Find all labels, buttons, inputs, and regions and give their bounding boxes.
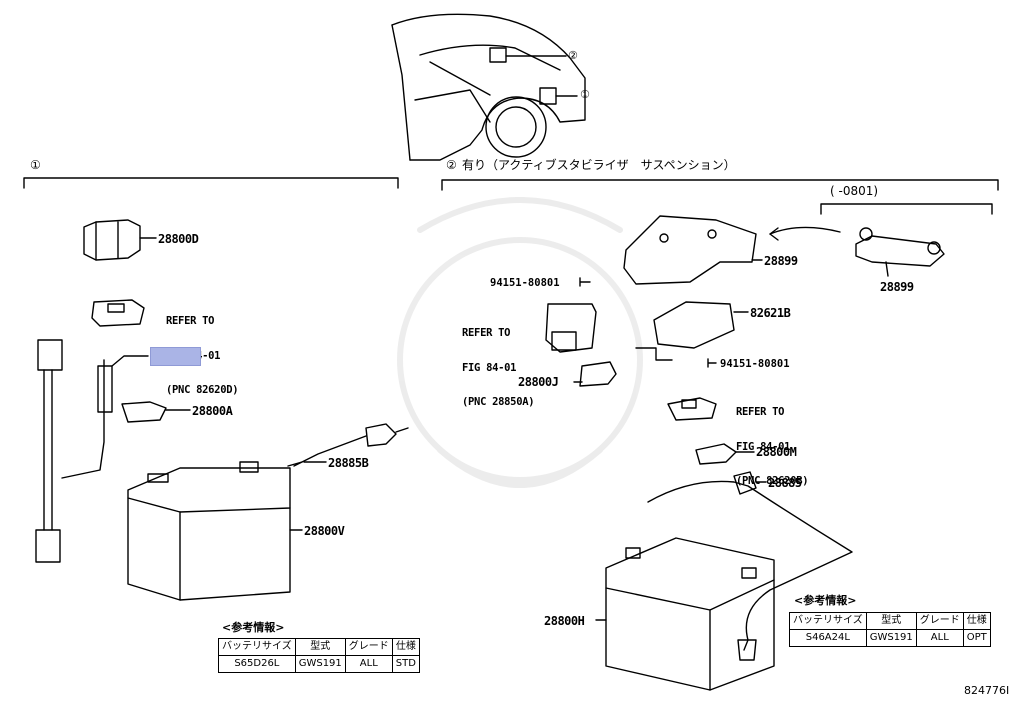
part-28850A-shape <box>545 303 597 353</box>
car-callout-1: ① <box>580 88 590 101</box>
part-label-28800V[interactable]: 28800V <box>304 524 345 538</box>
part-82620B-shape <box>667 397 717 421</box>
cell-battery-size: S46A24L <box>789 629 867 647</box>
cable-28885B <box>287 423 409 467</box>
part-28800J-shape <box>573 361 617 387</box>
refer-to-82620B[interactable]: REFER TO FIG 84-01 (PNC 82620B) <box>736 384 809 511</box>
part-label-94151-b[interactable]: 94151-80801 <box>720 358 790 370</box>
part-28800D-shape <box>83 219 157 261</box>
header-battery-size: バッテリサイズ <box>218 638 296 656</box>
info-right-table: バッテリサイズ 型式 グレード 仕様 S46A24L GWS191 ALL OP… <box>789 612 991 647</box>
diagram-id: 824776I <box>964 684 1010 697</box>
cell-model: GWS191 <box>294 655 346 673</box>
cable-28885 <box>647 471 853 661</box>
header-battery-size: バッテリサイズ <box>789 612 867 630</box>
part-label-28800M[interactable]: 28800M <box>756 445 797 459</box>
section-2-range: ( -0801) <box>830 184 879 198</box>
bolt-94151-b <box>707 358 717 368</box>
battery-28800H <box>595 537 775 691</box>
part-label-28899-b[interactable]: 28899 <box>880 280 914 294</box>
left-harness <box>35 339 149 563</box>
refer-line-1: REFER TO <box>462 327 511 339</box>
header-model: 型式 <box>865 612 917 630</box>
part-label-28885[interactable]: 28885 <box>768 476 802 490</box>
car-callout-2: ② <box>568 49 578 62</box>
part-label-28885B[interactable]: 28885B <box>328 456 369 470</box>
part-label-28899-a[interactable]: 28899 <box>764 254 798 268</box>
car-outline <box>391 13 586 161</box>
watermark-emblem <box>397 197 643 488</box>
refer-line-1: REFER TO <box>736 406 785 418</box>
info-left-title: <参考情報> <box>222 621 285 634</box>
part-label-82621B[interactable]: 82621B <box>750 306 791 320</box>
part-28800A-shape <box>121 401 191 423</box>
header-spec: 仕様 <box>391 638 420 656</box>
table-header-row: バッテリサイズ 型式 グレード 仕様 <box>789 612 991 630</box>
header-spec: 仕様 <box>962 612 991 630</box>
part-label-28800A[interactable]: 28800A <box>192 404 233 418</box>
part-label-28800H[interactable]: 28800H <box>544 614 585 628</box>
cell-model: GWS191 <box>865 629 917 647</box>
header-grade: グレード <box>915 612 964 630</box>
section-2-title: 有り（アクティブスタビライザ サスペンション） <box>462 158 736 172</box>
header-grade: グレード <box>344 638 393 656</box>
battery-28800V <box>127 461 303 601</box>
highlighted-part-callout[interactable] <box>150 347 201 366</box>
cell-spec: OPT <box>962 629 991 647</box>
table-header-row: バッテリサイズ 型式 グレード 仕様 <box>218 638 420 656</box>
refer-line-1: REFER TO <box>166 315 215 327</box>
refer-line-2: FIG 84-01 <box>736 440 791 453</box>
refer-line-3: (PNC 28850A) <box>462 396 535 408</box>
refer-line-3: (PNC 82620B) <box>736 475 809 487</box>
refer-line-3: (PNC 82620D) <box>166 384 239 396</box>
part-label-28800D[interactable]: 28800D <box>158 232 199 246</box>
part-label-94151-a[interactable]: 94151-80801 <box>490 277 560 289</box>
part-82620D-shape <box>91 299 145 327</box>
cell-grade: ALL <box>915 629 964 647</box>
refer-to-28850A[interactable]: REFER TO FIG 84-01 (PNC 28850A) <box>462 305 535 432</box>
cell-battery-size: S65D26L <box>218 655 296 673</box>
table-row: S65D26L GWS191 ALL STD <box>218 655 420 673</box>
cell-grade: ALL <box>344 655 393 673</box>
header-model: 型式 <box>294 638 346 656</box>
table-row: S46A24L GWS191 ALL OPT <box>789 629 991 647</box>
part-label-28800J[interactable]: 28800J <box>518 375 559 389</box>
bolt-94151-a <box>579 277 591 287</box>
info-left-table: バッテリサイズ 型式 グレード 仕様 S65D26L GWS191 ALL ST… <box>218 638 420 673</box>
part-28800M-shape <box>695 443 755 465</box>
info-right-title: <参考情報> <box>794 594 857 607</box>
part-82621B-shape <box>635 301 749 361</box>
section-2-marker: ② <box>446 158 457 172</box>
section-1-marker: ① <box>30 158 41 172</box>
refer-line-2: FIG 84-01 <box>462 361 517 374</box>
part-28899-bracket-shape <box>623 215 945 285</box>
cell-spec: STD <box>391 655 420 673</box>
